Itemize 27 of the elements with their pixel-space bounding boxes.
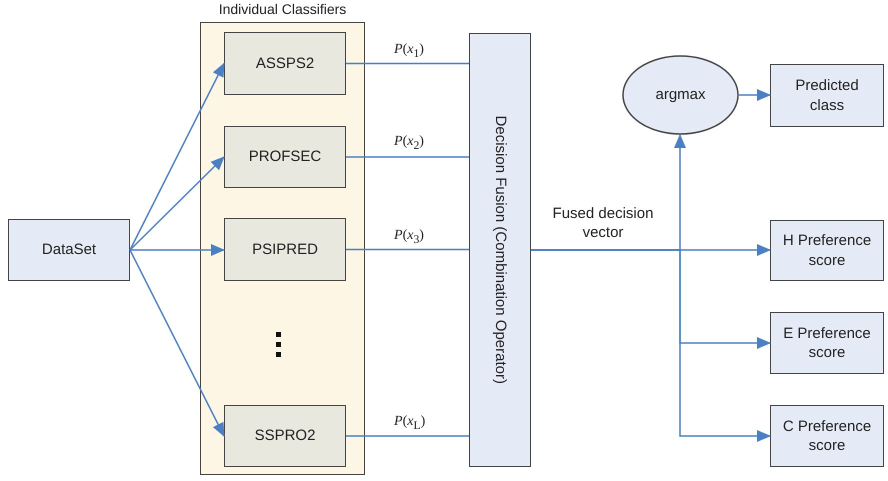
connector-line [346,62,469,64]
arrow [130,244,225,256]
connector-line [346,156,469,158]
classifier-box: ASSPS2 [224,32,346,95]
connector-line [346,248,469,250]
group-heading: Individual Classifiers [218,0,348,18]
classifier-box: PROFSEC [224,126,346,188]
fusion-box [469,33,531,467]
node-label: argmax [655,85,706,105]
connector-line [346,435,469,437]
classifier-box: SSPRO2 [224,405,346,467]
edge-label: P(x$_{1}$) [392,42,426,60]
arrow [739,89,771,101]
output-box: C Preference score [770,405,884,467]
arrow [129,250,225,437]
output-box: Predicted class [770,64,884,127]
classifier-box: PSIPRED [224,218,346,281]
edge-label: P(x$_{2}$) [392,134,426,152]
edge-label: P(x$_{L}$) [392,414,428,432]
edge-label: P(x$_{3}$) [392,228,426,246]
node-label: Decision Fusion (Combination Operator) [490,116,510,384]
arrow [129,156,225,251]
input-box: DataSet [8,219,130,281]
output-box: E Preference score [770,312,884,374]
arrow [531,249,771,442]
arrow [129,62,225,250]
output-box: H Preference score [770,220,884,281]
